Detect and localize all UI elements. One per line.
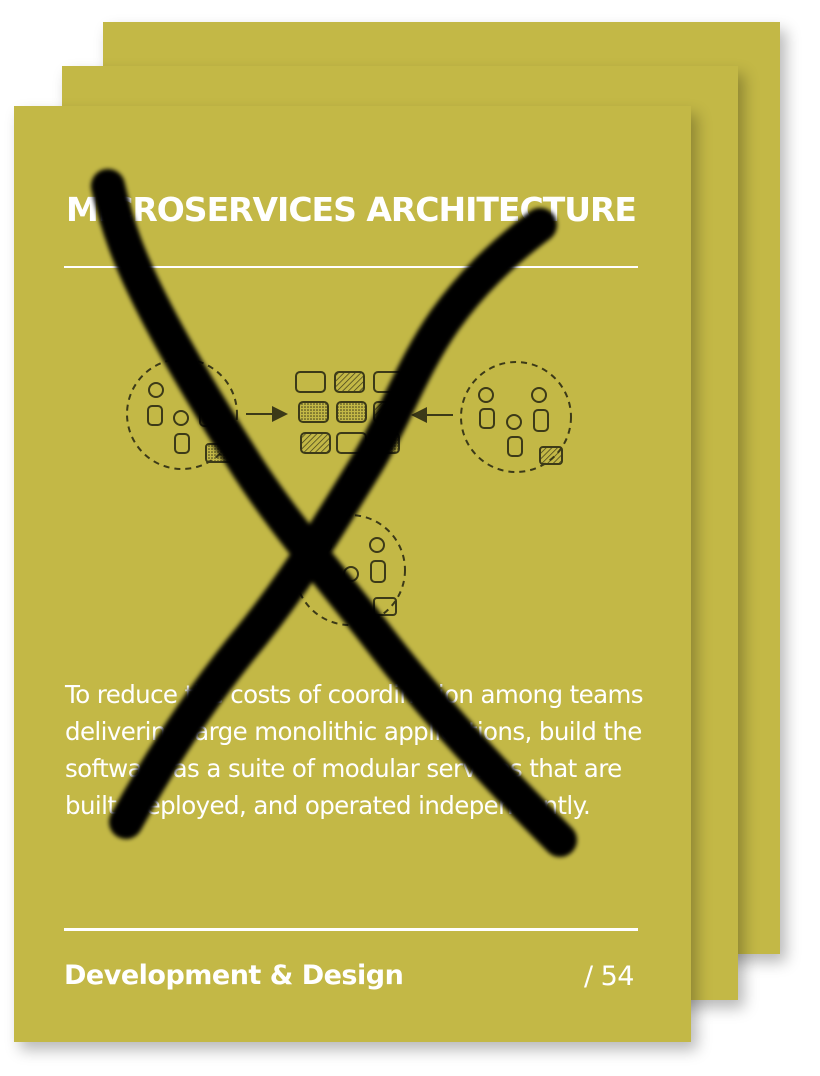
- team-left-group: [126, 358, 238, 470]
- card-number: / 54: [583, 961, 635, 992]
- microservices-diagram-icon: [126, 358, 572, 626]
- title-divider: [64, 266, 638, 268]
- footer-divider: [64, 928, 638, 931]
- card-description: To reduce the costs of coordination amon…: [65, 680, 644, 820]
- team-bottom-group: [294, 514, 406, 626]
- card-title: MICROSERVICES ARCHITECTURE: [66, 190, 637, 229]
- service-grid: [295, 371, 404, 454]
- team-right-group: [460, 361, 572, 473]
- card-category: Development & Design: [64, 960, 404, 991]
